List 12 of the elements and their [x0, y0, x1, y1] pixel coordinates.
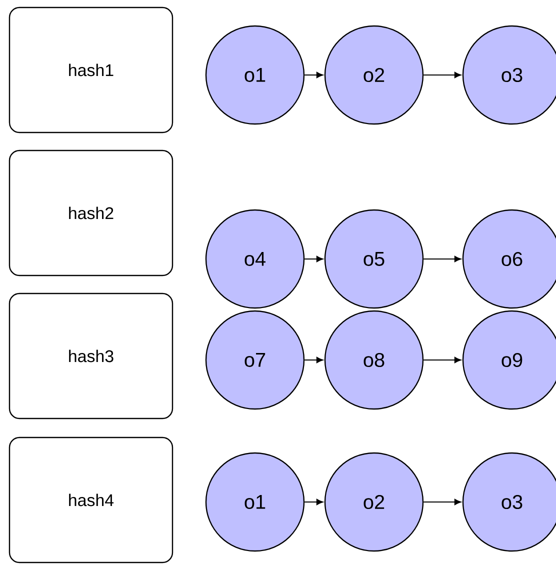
hash-box: hash1 — [8, 6, 174, 134]
hash-box: hash4 — [8, 436, 174, 564]
arrow — [304, 498, 324, 506]
arrow — [423, 256, 462, 262]
arrow — [304, 356, 324, 364]
arrow — [304, 72, 324, 78]
arrow — [304, 256, 324, 262]
hash-box: hash3 — [8, 292, 174, 420]
arrow — [423, 498, 462, 506]
arrow — [423, 72, 462, 78]
arrow — [423, 356, 462, 364]
hash-box: hash2 — [8, 150, 174, 276]
